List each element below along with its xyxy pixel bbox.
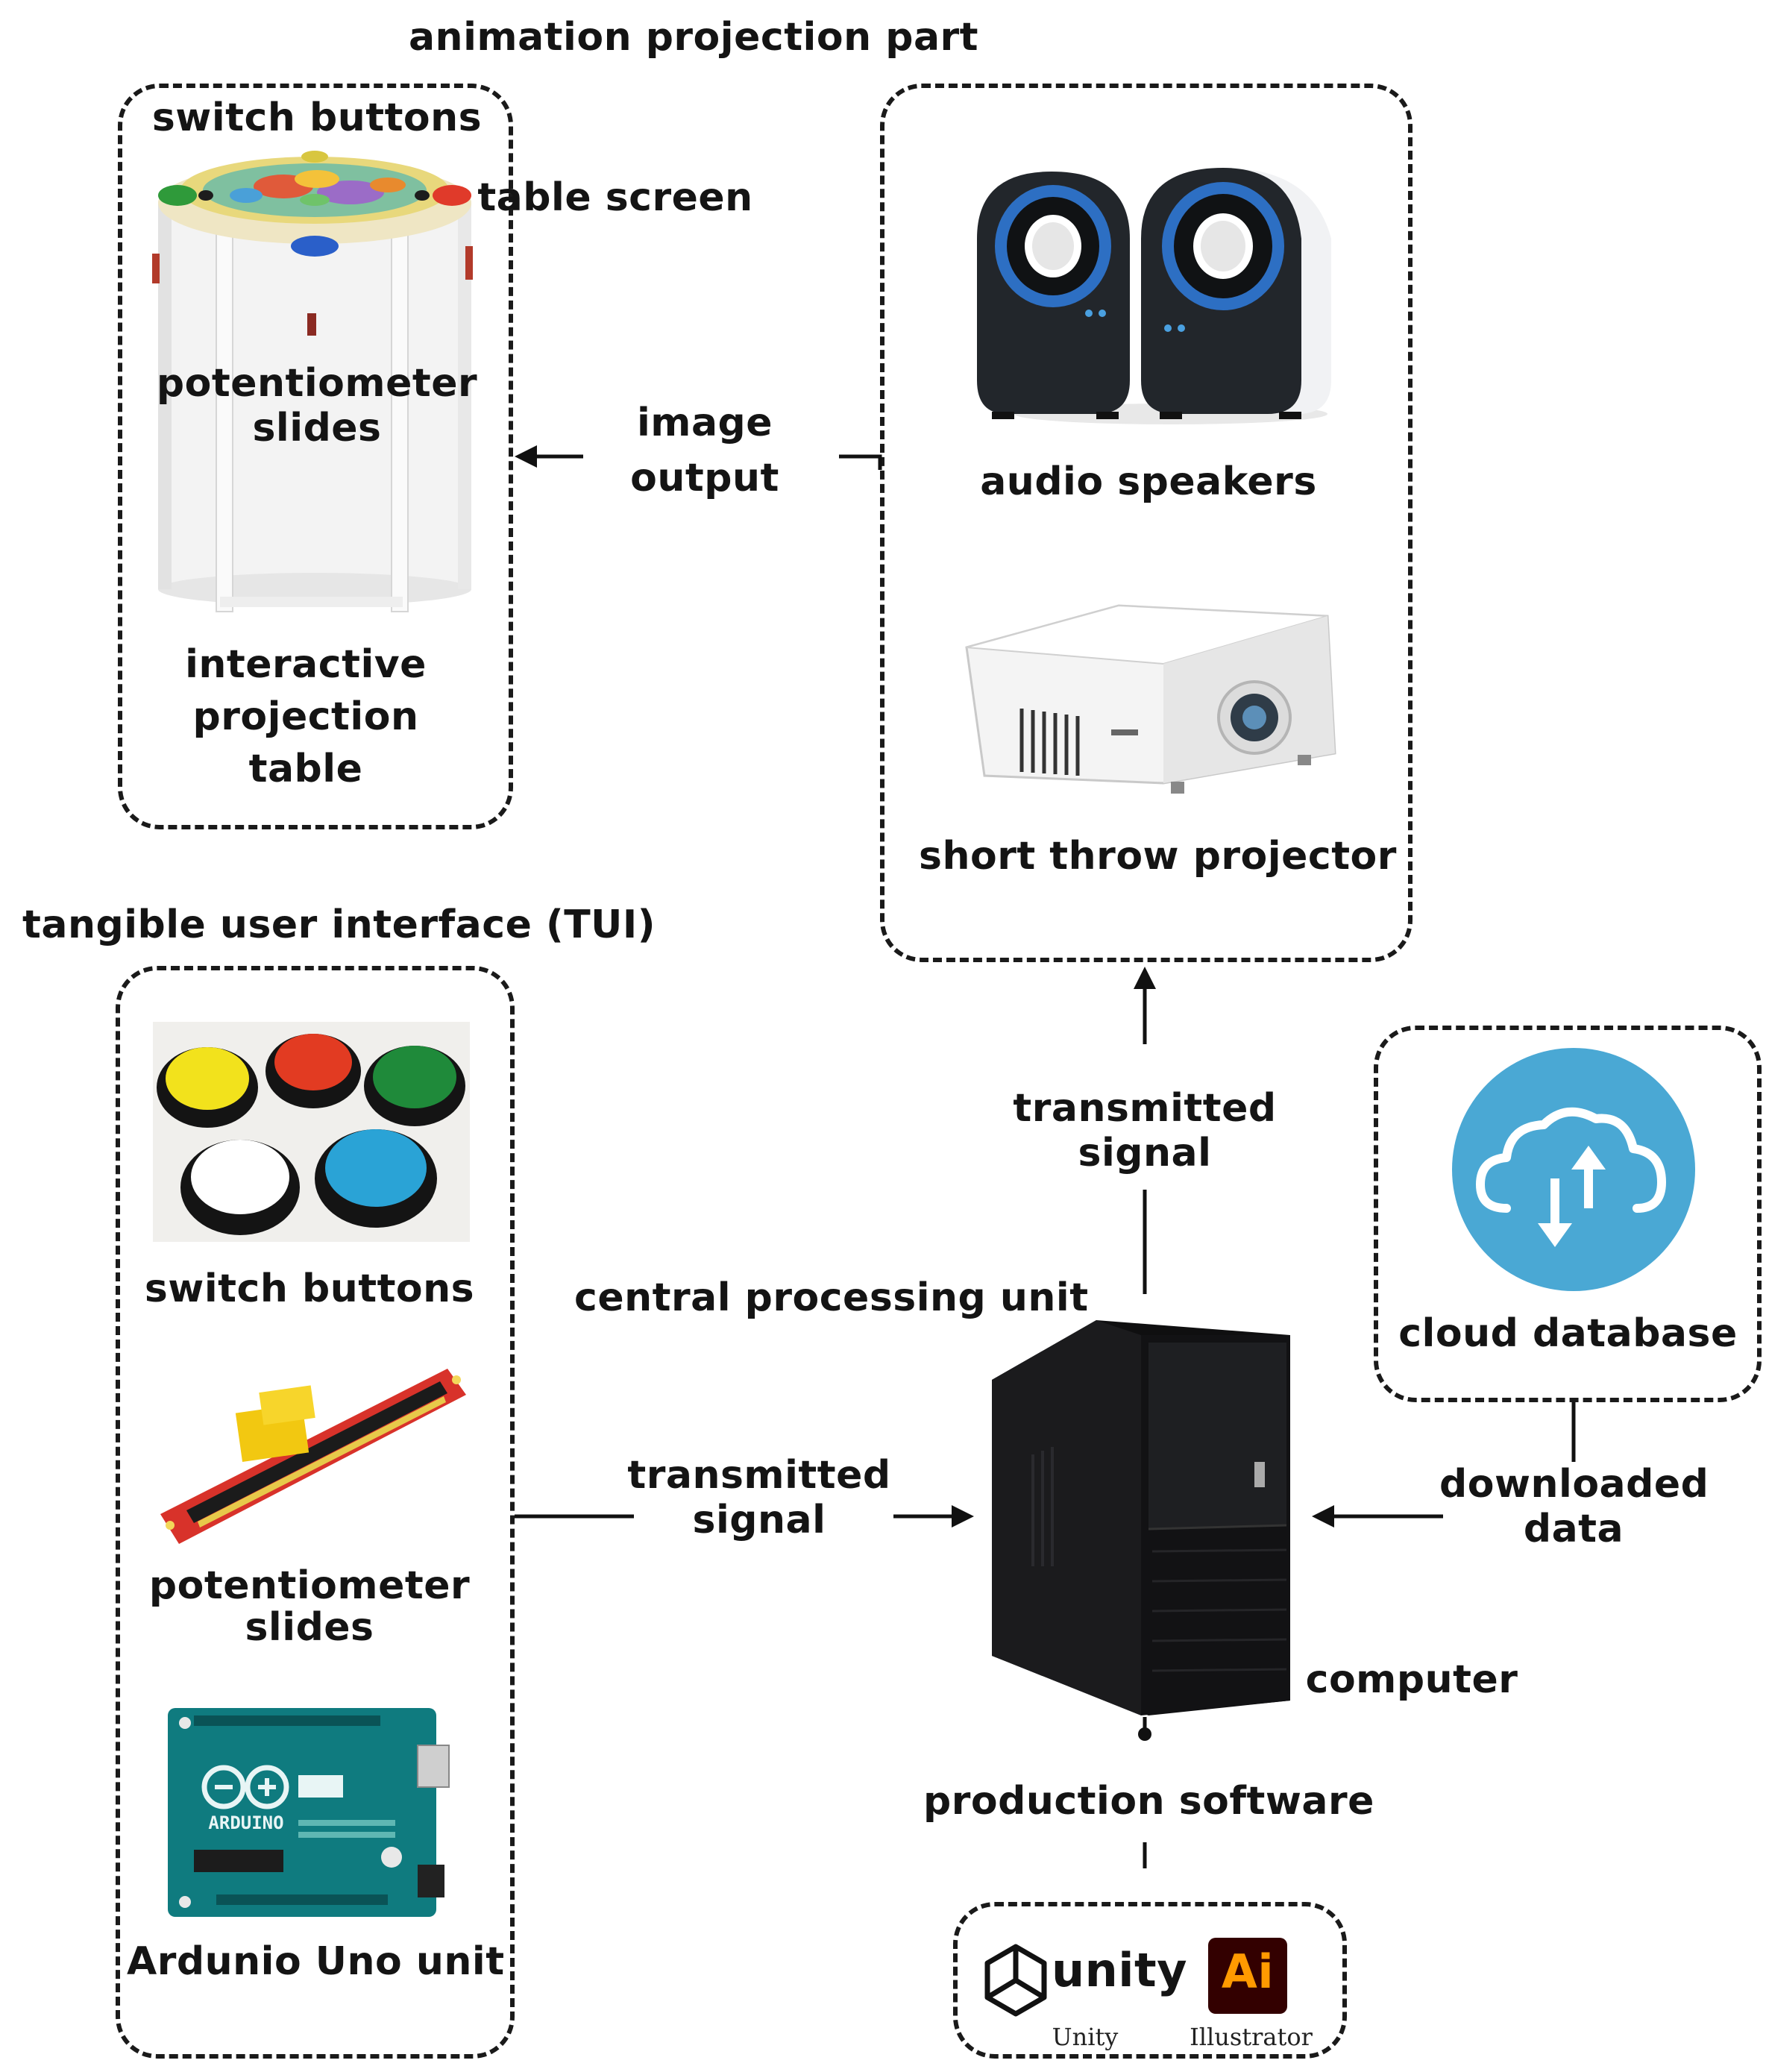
output-devices-box [880, 84, 1413, 962]
table-switch-buttons-label: switch buttons [151, 95, 483, 140]
illustrator-logo-text: Ai [1221, 1944, 1275, 1999]
cloud-database-label: cloud database [1398, 1311, 1738, 1356]
computer-label: computer [1305, 1657, 1518, 1702]
unity-caption: Unity [1052, 2023, 1119, 2051]
interactive-table-caption: interactive projection table [185, 642, 427, 791]
transmitted-signal-left-label: transmitted signal [627, 1453, 891, 1542]
interactive-table-box [118, 84, 513, 829]
image-output-label: image output [630, 401, 779, 500]
software-box [953, 1902, 1347, 2059]
animation-group-title: animation projection part [408, 15, 979, 60]
arduino-label: Ardunio Uno unit [127, 1939, 505, 1984]
transmitted-signal-top-label: transmitted signal [1013, 1086, 1277, 1175]
production-software-label: production software [923, 1779, 1374, 1824]
cloud-database-box [1374, 1026, 1762, 1402]
table-potentiometer-label: potentiometer slides [156, 361, 478, 450]
table-screen-label: table screen [477, 175, 753, 220]
tui-group-title: tangible user interface (TUI) [22, 902, 656, 947]
illustrator-icon [1208, 1938, 1287, 2014]
tui-potentiometer-label: potentiometer slides [148, 1563, 471, 1650]
tui-switch-buttons-label: switch buttons [144, 1266, 475, 1311]
projector-label: short throw projector [919, 834, 1397, 879]
arduino-board-text: ARDUINO [208, 1812, 284, 1833]
illustrator-caption: Illustrator [1190, 2023, 1313, 2051]
cpu-title: central processing unit [574, 1275, 1089, 1320]
tui-box [116, 966, 515, 2059]
downloaded-data-label: downloaded data [1439, 1462, 1709, 1551]
unity-icon [984, 1944, 1047, 2017]
audio-speakers-label: audio speakers [980, 459, 1317, 504]
